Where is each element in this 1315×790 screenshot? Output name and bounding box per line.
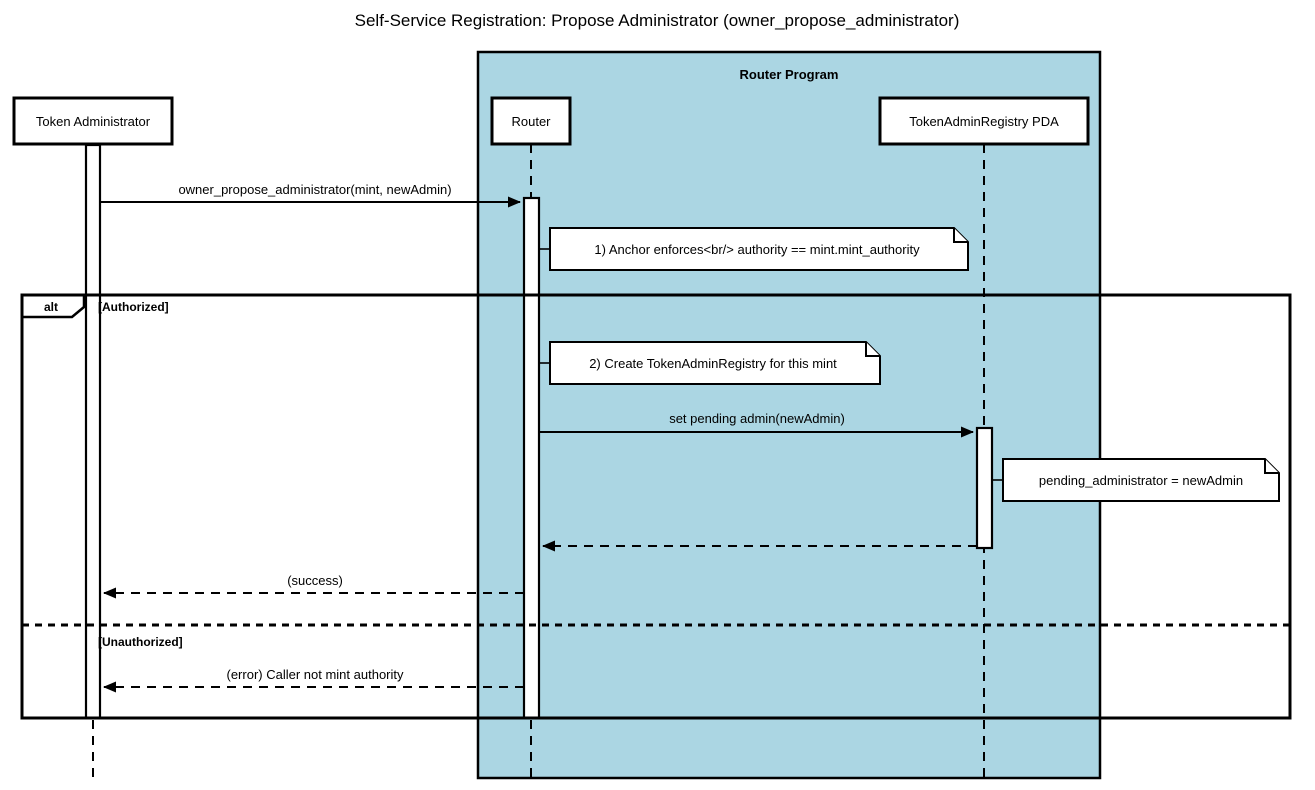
alt-fragment-box bbox=[20, 293, 1292, 720]
note-text-pending-administrator: pending_administrator = newAdmin bbox=[1039, 473, 1243, 488]
participant-router[interactable]: Router bbox=[490, 96, 572, 146]
note-pending-administrator: pending_administrator = newAdmin bbox=[992, 458, 1280, 502]
participant-token-admin-registry-pda[interactable]: TokenAdminRegistry PDA bbox=[878, 96, 1090, 146]
participant-box[interactable] bbox=[490, 96, 572, 146]
note-create-registry: 2) Create TokenAdminRegistry for this mi… bbox=[539, 341, 881, 385]
alt-fragment-operator-tag bbox=[22, 293, 86, 319]
message-label-success: (success) bbox=[287, 573, 343, 588]
participant-label-token-administrator: Token Administrator bbox=[36, 114, 151, 129]
note-text-create-registry: 2) Create TokenAdminRegistry for this mi… bbox=[589, 356, 837, 371]
group-router-program: Router Program bbox=[476, 50, 1102, 780]
alt-fragment: alt [Authorized] [Unauthorized] bbox=[20, 293, 1292, 720]
participant-label-token-admin-registry-pda: TokenAdminRegistry PDA bbox=[909, 114, 1059, 129]
participant-box[interactable] bbox=[12, 96, 174, 146]
group-box-rect bbox=[476, 50, 1102, 780]
activation-token-administrator bbox=[84, 143, 102, 720]
alt-guard-unauthorized: [Unauthorized] bbox=[98, 635, 183, 649]
message-label-error: (error) Caller not mint authority bbox=[227, 667, 404, 682]
alt-fragment-operator-label: alt bbox=[44, 300, 58, 314]
group-title-label: Router Program bbox=[740, 67, 839, 82]
note-box-shape bbox=[549, 227, 969, 271]
participant-box[interactable] bbox=[878, 96, 1090, 146]
note-fold-corner bbox=[1264, 459, 1279, 474]
note-box-shape bbox=[549, 341, 881, 385]
activation-router bbox=[522, 196, 541, 720]
note-anchor-enforces: 1) Anchor enforces<br/> authority == min… bbox=[539, 227, 969, 271]
message-label-owner-propose-administrator: owner_propose_administrator(mint, newAdm… bbox=[178, 182, 451, 197]
message-owner-propose-administrator[interactable]: owner_propose_administrator(mint, newAdm… bbox=[100, 182, 521, 208]
message-error[interactable]: (error) Caller not mint authority bbox=[103, 667, 524, 693]
message-success[interactable]: (success) bbox=[103, 573, 524, 599]
message-set-pending-admin[interactable]: set pending admin(newAdmin) bbox=[539, 411, 974, 438]
participant-token-administrator[interactable]: Token Administrator bbox=[12, 96, 174, 146]
page-title: Self-Service Registration: Propose Admin… bbox=[355, 11, 960, 30]
message-label-set-pending-admin: set pending admin(newAdmin) bbox=[669, 411, 845, 426]
note-fold-corner bbox=[953, 228, 968, 243]
note-box-shape bbox=[1002, 458, 1280, 502]
participant-label-router: Router bbox=[511, 114, 551, 129]
activation-token-admin-registry-pda bbox=[975, 426, 994, 550]
note-text-anchor-enforces: 1) Anchor enforces<br/> authority == min… bbox=[594, 242, 920, 257]
alt-guard-authorized: [Authorized] bbox=[98, 300, 169, 314]
note-fold-corner bbox=[865, 342, 880, 357]
